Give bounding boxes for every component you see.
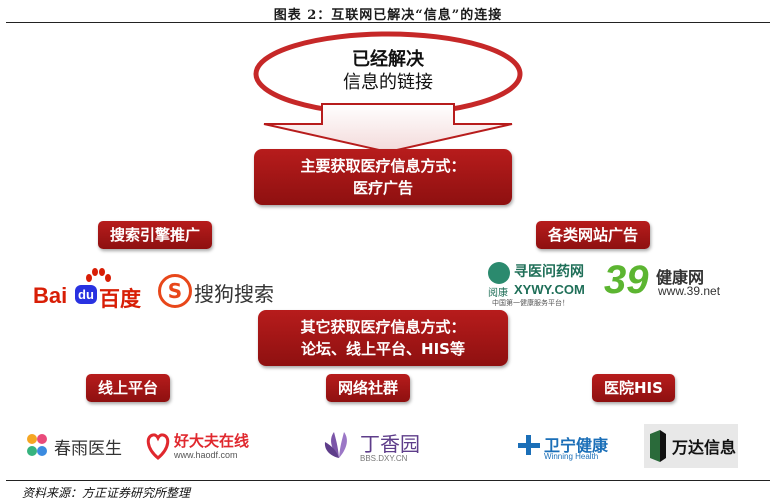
source-rule	[6, 480, 770, 481]
tag-search: 搜索引擎推广	[98, 221, 213, 249]
main-box-line2: 医疗广告	[352, 179, 413, 197]
baidu-part1: Bai	[33, 283, 68, 308]
xywy-cn: 寻医问药网	[514, 263, 584, 279]
xywy-slogan: 中国第一健康服务平台！	[492, 300, 569, 307]
net39-cn: 健康网	[656, 270, 705, 287]
chunyu-logo: 春雨医生	[24, 430, 124, 464]
down-arrow-icon	[263, 103, 513, 154]
figure-title: 图表 2：互联网已解决“信息”的连接	[273, 8, 503, 23]
net39-url: www.39.net	[658, 284, 721, 298]
sogou-cn: 搜狗搜索	[194, 282, 274, 306]
haodf-logo: 好大夫在线 www.haodf.com	[144, 428, 254, 464]
winning-en: Winning Health	[544, 452, 599, 461]
other-box-line2: 论坛、线上平台、HIS等	[301, 340, 465, 358]
main-method-box: 主要获取医疗信息方式： 医疗广告	[254, 149, 512, 205]
xywy-face-icon	[488, 262, 510, 284]
main-box-line1: 主要获取医疗信息方式：	[300, 157, 466, 175]
wanda-cn: 万达信息	[672, 438, 737, 457]
oval-line1: 已经解决	[352, 49, 424, 70]
baidu-paw-icon	[86, 268, 111, 282]
baidu-part2: du	[75, 285, 97, 304]
haodf-url: www.haodf.com	[174, 450, 238, 460]
title-rule	[6, 22, 770, 23]
other-box-line1: 其它获取医疗信息方式：	[300, 318, 466, 336]
sogou-logo: S 搜狗搜索	[158, 272, 274, 312]
dxy-url: BBS.DXY.CN	[360, 454, 408, 463]
net39-logo: 39 健康网 www.39.net	[604, 258, 734, 306]
source-note: 资料来源：方正证券研究所整理	[22, 486, 191, 500]
winning-logo: 卫宁健康 Winning Health	[516, 430, 616, 464]
haodf-heart-icon	[146, 433, 170, 460]
haodf-cn: 好大夫在线	[174, 433, 250, 450]
baidu-cn: 百度	[99, 288, 141, 311]
net39-num: 39	[604, 258, 649, 302]
wanda-mark-icon	[650, 430, 666, 462]
tag-web-ads: 各类网站广告	[536, 221, 651, 249]
wanda-logo: 万达信息	[644, 424, 738, 468]
dxy-cn: 丁香园	[360, 434, 420, 456]
tag-community: 网络社群	[326, 374, 411, 402]
oval-line2: 信息的链接	[343, 72, 433, 93]
dxy-flower-icon	[324, 432, 347, 458]
tag-his: 医院HIS	[592, 374, 675, 402]
sogou-mark-icon: S	[158, 274, 192, 308]
winning-icon	[518, 435, 540, 455]
xywy-logo: 寻医问药网 阅康 XYWY.COM 中国第一健康服务平台！	[488, 260, 596, 307]
xywy-prefix: 阅康	[488, 288, 508, 299]
winning-cn: 卫宁健康	[544, 438, 609, 455]
baidu-logo: Bai du 百度	[33, 266, 143, 312]
chunyu-flower-icon	[27, 434, 47, 456]
other-method-box: 其它获取医疗信息方式： 论坛、线上平台、HIS等	[258, 310, 508, 366]
chunyu-cn: 春雨医生	[54, 439, 122, 459]
tag-online: 线上平台	[86, 374, 171, 402]
dxy-logo: 丁香园 BBS.DXY.CN	[322, 428, 432, 466]
xywy-en: XYWY.COM	[514, 282, 585, 297]
